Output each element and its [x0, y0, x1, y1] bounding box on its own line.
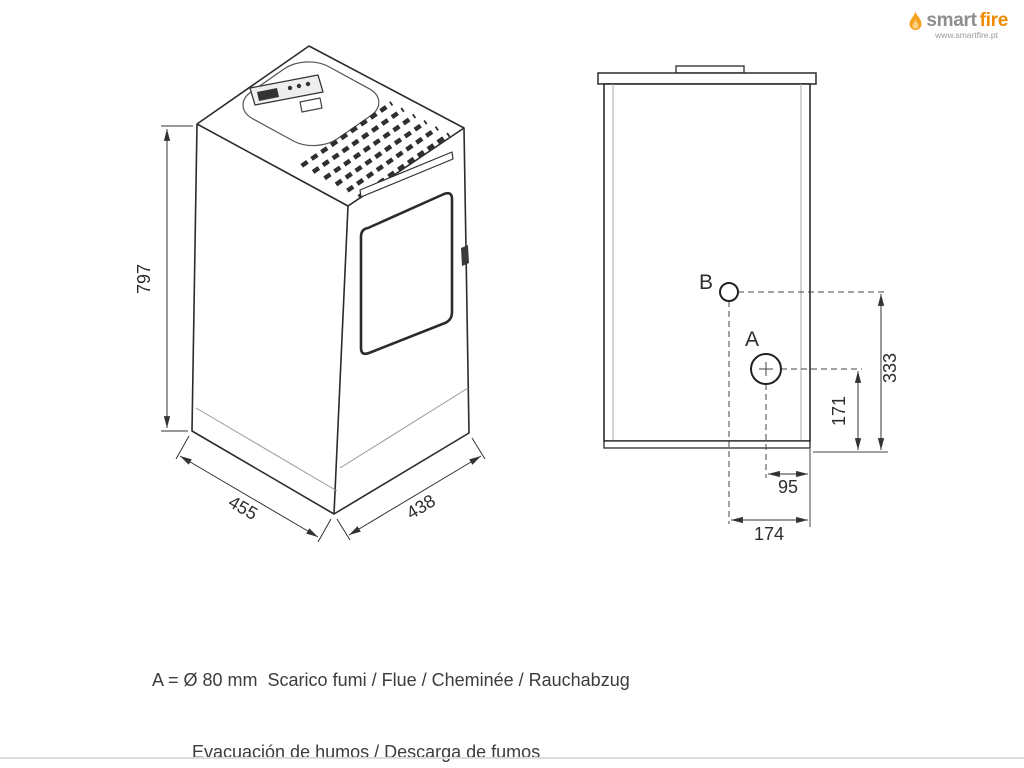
door-window — [359, 191, 454, 356]
rear-base — [603, 440, 811, 449]
front-air-slot — [359, 151, 454, 198]
legend: A = Ø 80 mm Scarico fumi / Flue / Chemin… — [152, 620, 711, 768]
rear-body — [603, 83, 811, 442]
control-panel-button — [296, 83, 302, 89]
control-panel — [249, 74, 324, 106]
control-panel-display — [257, 88, 279, 101]
dim-a-to-edge-label: 95 — [778, 477, 798, 497]
dim-b-to-base-label: 333 — [880, 353, 900, 383]
point-b-circle — [719, 282, 739, 302]
legend-a-line2: Evacuación de humos / Descarga de fumos — [192, 742, 541, 762]
stove-isometric-view: 797 455 438 — [134, 45, 486, 543]
front-panel-seam — [339, 387, 469, 469]
dim-a-to-base-label: 171 — [829, 396, 849, 426]
stove-body-edges — [196, 123, 465, 515]
point-a-center-cross — [759, 362, 773, 376]
dim-depth-label: 455 — [225, 492, 261, 524]
dim-height-label: 797 — [134, 264, 154, 294]
control-panel-button — [287, 85, 293, 91]
dim-depth — [175, 435, 332, 543]
point-a-label: A — [745, 328, 759, 351]
dim-height — [161, 125, 193, 432]
stove-rear-view: B A 333 171 95 174 — [597, 65, 900, 544]
legend-a-line1: A = Ø 80 mm Scarico fumi / Flue / Chemin… — [152, 670, 630, 690]
construction-lines — [728, 291, 884, 524]
flame-icon — [909, 11, 922, 30]
top-small-hatch — [299, 97, 323, 113]
rear-top-cap — [597, 72, 817, 85]
control-panel-button — [305, 81, 311, 87]
point-b-label: B — [699, 271, 713, 294]
door-handle — [461, 245, 469, 266]
dim-width-label: 438 — [403, 491, 439, 524]
bottom-divider — [0, 757, 1024, 759]
rear-top-stub — [675, 65, 745, 74]
dim-width — [336, 437, 486, 541]
brand-fire: fire — [979, 10, 1009, 31]
brand-smart: smart — [926, 10, 977, 31]
logo-url: www.smartfire.pt — [935, 30, 998, 40]
stove-dimension-diagram: 797 455 438 — [134, 45, 900, 544]
top-vent-slots — [300, 101, 451, 199]
dim-b-to-edge-label: 174 — [754, 524, 784, 544]
